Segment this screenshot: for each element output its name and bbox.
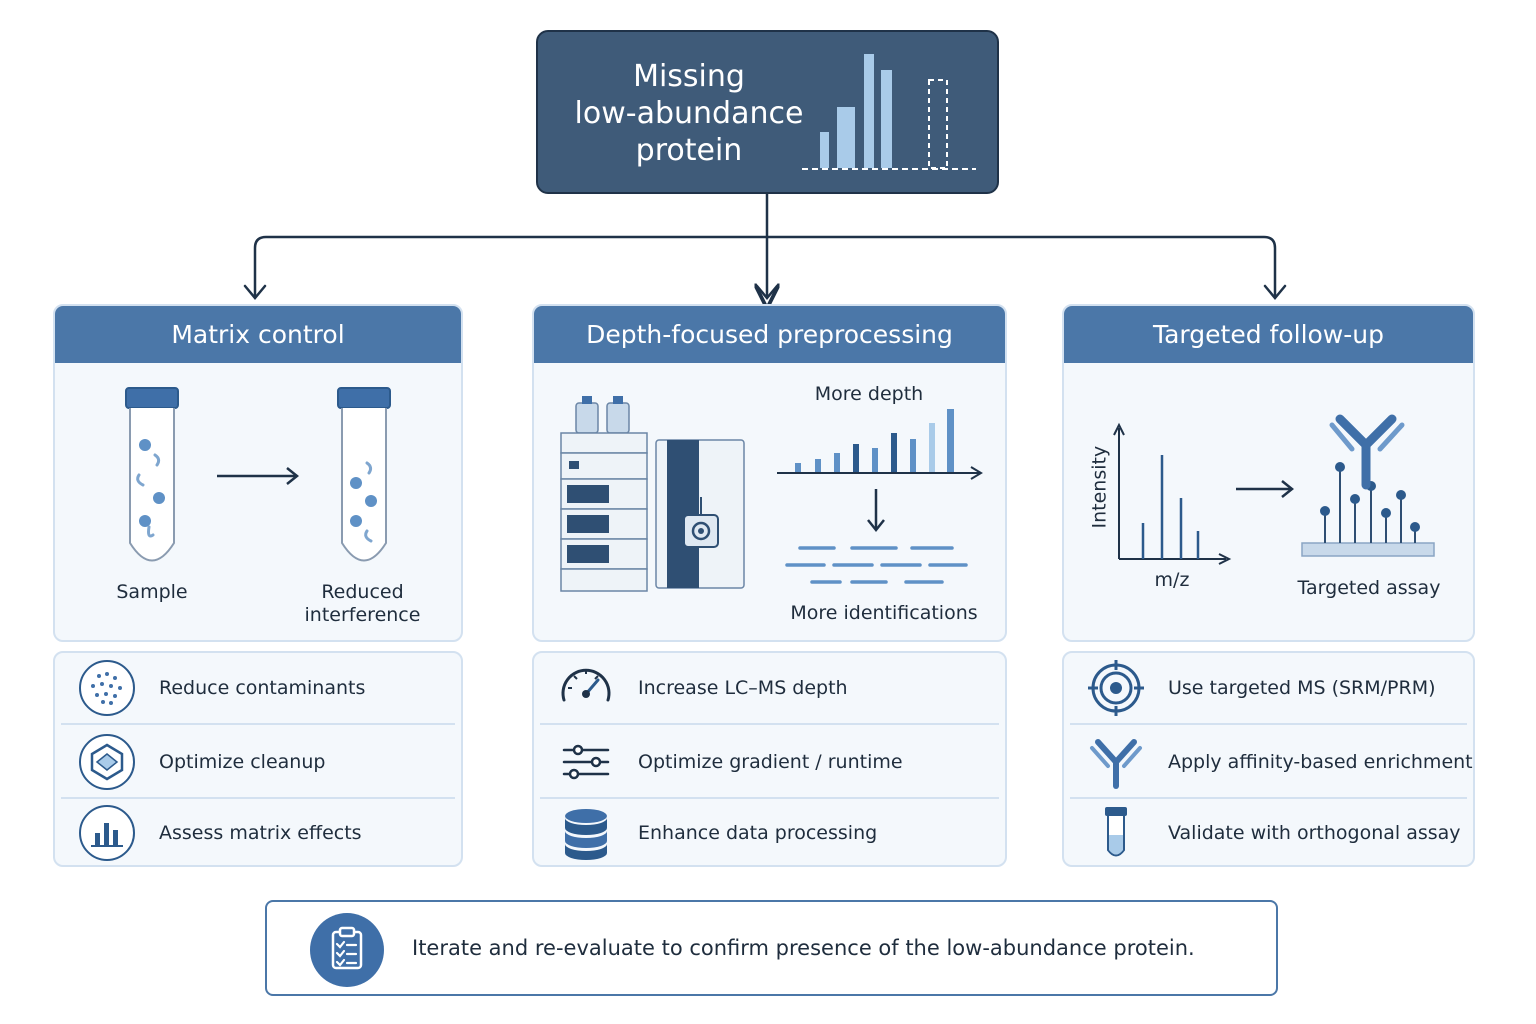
list-item-label: Increase LC–MS depth	[638, 677, 848, 699]
reduced-tube-icon	[337, 387, 391, 562]
problem-title-line: low-abundance	[574, 96, 804, 131]
identifications-lines	[785, 546, 968, 584]
conclusion-text: Iterate and re-evaluate to confirm prese…	[412, 936, 1195, 960]
axis-label-mz: m/z	[1154, 569, 1190, 591]
targeted-assay-icon	[1301, 414, 1435, 557]
problem-box: Missing low-abundance protein	[536, 30, 999, 194]
list-item: Optimize gradient / runtime	[540, 727, 999, 799]
caption-more-depth: More depth	[814, 383, 924, 405]
target-icon	[1088, 660, 1144, 716]
lc-ms-illustration	[560, 396, 983, 592]
panel-illustration: Sample Reduced interference	[55, 363, 461, 640]
clipboard-checklist-icon	[310, 913, 384, 987]
list-item: Optimize cleanup	[61, 727, 455, 799]
antibody-icon	[1090, 739, 1142, 789]
panel-matrix-control: Matrix control	[53, 304, 463, 642]
mass-spectrometer-icon	[655, 439, 745, 589]
panel-illustration: More depth More identifications	[534, 363, 1005, 640]
panel-title: Matrix control	[55, 306, 461, 363]
database-icon	[565, 809, 607, 860]
caption-targeted-assay: Targeted assay	[1297, 577, 1441, 599]
targeted-follow-up-actions: Use targeted MS (SRM/PRM) Apply affinity…	[1062, 651, 1475, 867]
list-item-label: Optimize cleanup	[159, 751, 326, 773]
mass-spectrum-icon	[1113, 422, 1232, 565]
list-item: Use targeted MS (SRM/PRM)	[1070, 653, 1467, 725]
depth-preprocessing-actions: Increase LC–MS depth Optimize gradient /…	[532, 651, 1007, 867]
list-item: Validate with orthogonal assay	[1070, 797, 1467, 869]
list-item: Enhance data processing	[540, 797, 999, 869]
list-item: Assess matrix effects	[61, 797, 455, 869]
targeted-illustration	[1113, 414, 1435, 565]
list-item-label: Enhance data processing	[638, 822, 878, 844]
dots-circle-icon	[79, 660, 135, 716]
list-item: Increase LC–MS depth	[540, 653, 999, 725]
connector-arrows	[243, 194, 1287, 310]
depth-bar-chart	[777, 409, 983, 480]
bar-chart-icon	[79, 805, 135, 861]
caption-sample: Sample	[116, 581, 188, 603]
list-item: Apply affinity-based enrichment	[1070, 727, 1473, 799]
panel-title: Targeted follow-up	[1064, 306, 1473, 363]
caption-more-identifications: More identifications	[790, 602, 978, 624]
list-item-label: Assess matrix effects	[159, 822, 362, 844]
list-item-label: Validate with orthogonal assay	[1168, 822, 1461, 844]
problem-title-line: Missing	[633, 59, 745, 94]
list-item-label: Reduce contaminants	[159, 677, 366, 699]
matrix-control-actions: Reduce contaminants Optimize cleanup Ass…	[53, 651, 463, 867]
problem-title-line: protein	[635, 133, 743, 168]
list-item: Reduce contaminants	[61, 653, 455, 725]
panel-title: Depth-focused preprocessing	[534, 306, 1005, 363]
sample-tube-icon	[125, 387, 179, 562]
list-item-label: Use targeted MS (SRM/PRM)	[1168, 677, 1436, 699]
list-item-label: Apply affinity-based enrichment	[1168, 751, 1473, 773]
sliders-icon	[562, 744, 610, 780]
gauge-icon	[561, 668, 611, 702]
panel-illustration: Intensity m/z Targeted assay	[1064, 363, 1473, 640]
conclusion-box: Iterate and re-evaluate to confirm prese…	[265, 900, 1278, 996]
problem-title: Missing low-abundance protein	[558, 58, 820, 169]
caption-reduced-interference: Reduced interference	[304, 581, 421, 626]
test-tube-icon	[1105, 807, 1127, 857]
sample-tubes-illustration	[125, 387, 391, 562]
axis-label-intensity: Intensity	[1088, 445, 1111, 529]
hexagon-filter-icon	[79, 734, 135, 790]
panel-targeted-follow-up: Targeted follow-up	[1062, 304, 1475, 642]
panel-depth-preprocessing: Depth-focused preprocessing	[532, 304, 1007, 642]
list-item-label: Optimize gradient / runtime	[638, 751, 903, 773]
missing-peak-chart-icon	[802, 54, 976, 170]
lc-system-icon	[560, 396, 648, 592]
